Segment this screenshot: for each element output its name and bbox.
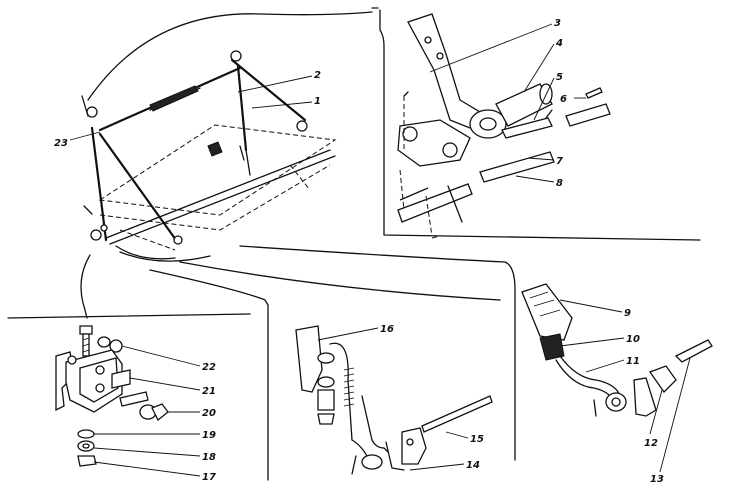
callout-18: 18 [202,452,216,463]
callout-14: 14 [466,460,480,471]
callout-12: 12 [644,438,658,449]
callout-11: 11 [626,356,640,367]
pedal-frame-assembly [81,11,373,262]
callout-21: 21 [202,386,216,397]
rod-spring-assembly [295,325,493,475]
lever-shaft-assembly [397,13,611,239]
callout-3: 3 [554,18,561,29]
callout-16: 16 [380,324,394,335]
callout-9: 9 [624,308,631,319]
section-dividers [7,7,701,481]
pedal-assembly [521,283,713,417]
callout-4: 4 [555,38,563,49]
callout-22: 22 [202,362,216,373]
callout-20: 20 [202,408,216,419]
callout-5: 5 [556,72,563,83]
callout-23: 23 [54,138,68,149]
callout-2: 2 [314,70,321,81]
callout-15: 15 [470,434,484,445]
callout-1: 1 [314,96,321,107]
callout-8: 8 [556,178,563,189]
callout-10: 10 [626,334,640,345]
callouts: 1 2 3 4 5 6 7 8 9 10 11 12 13 14 15 16 1 [54,18,691,485]
callout-7: 7 [556,156,563,167]
callout-13: 13 [650,474,664,485]
callout-17: 17 [202,472,216,483]
callout-19: 19 [202,430,216,441]
bracket-assembly [55,325,169,467]
callout-6: 6 [560,94,567,105]
